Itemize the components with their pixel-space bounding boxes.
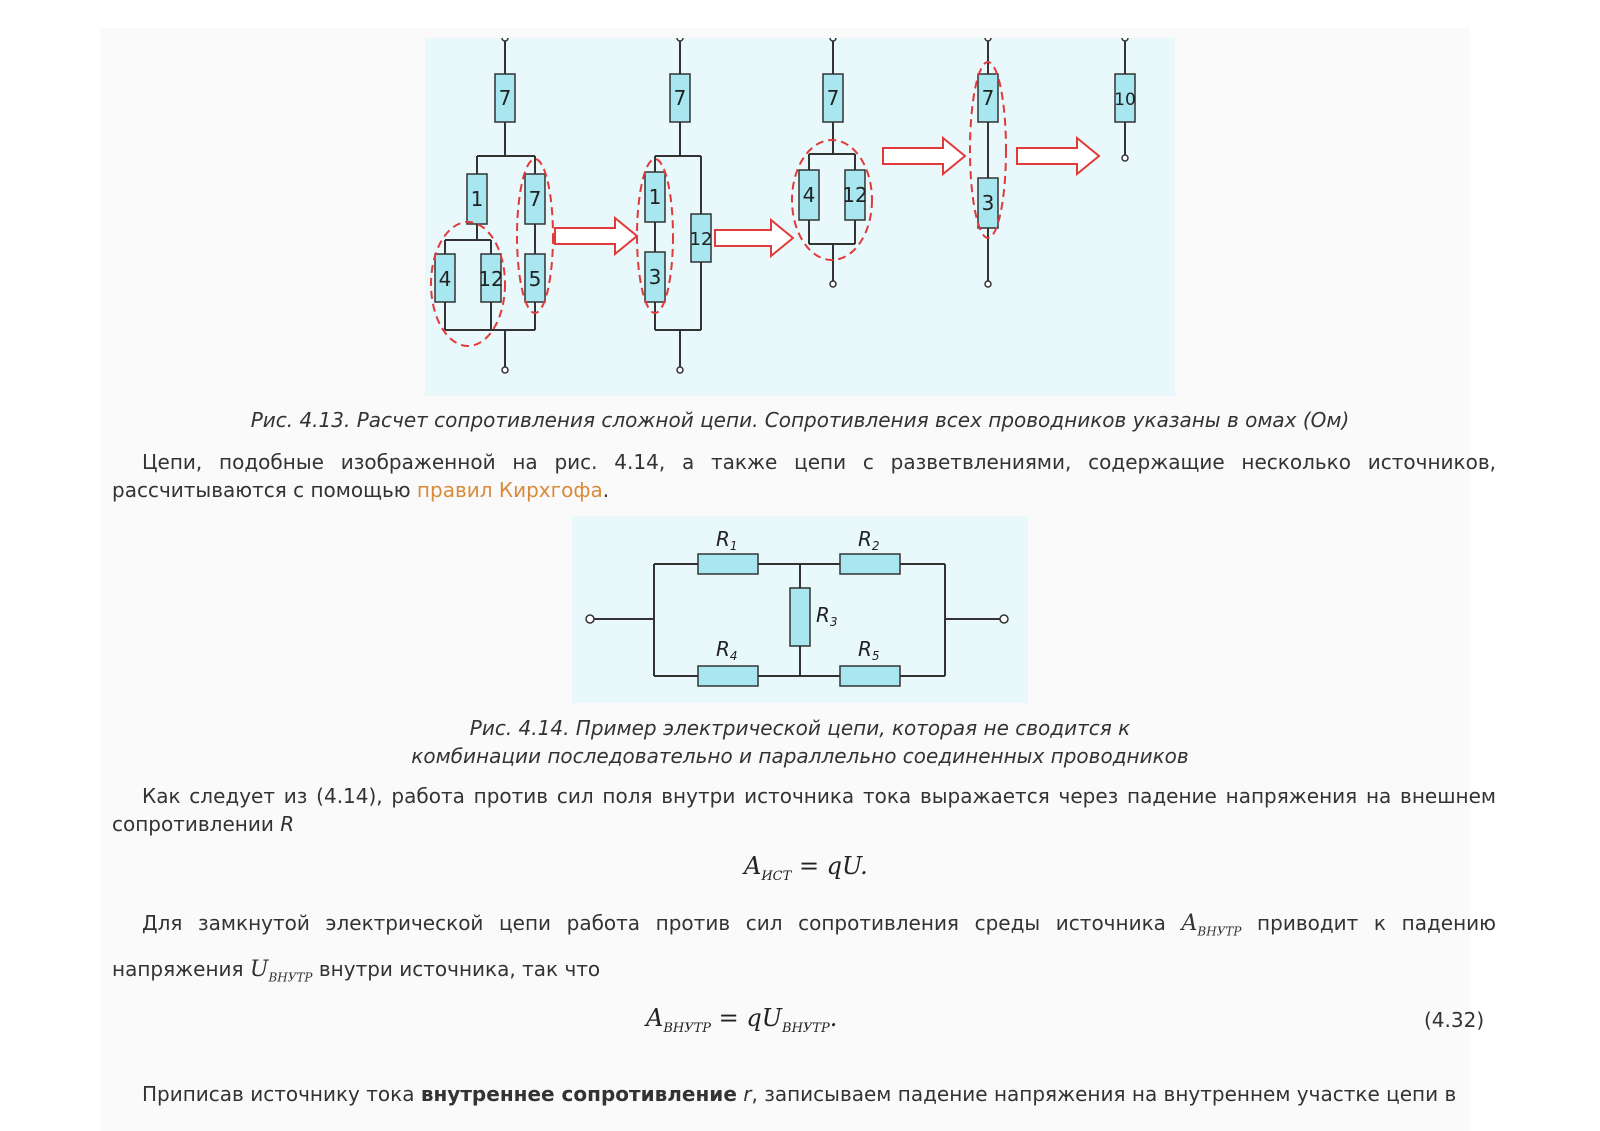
resistor-label: 4 bbox=[803, 183, 816, 207]
resistor-label: 3 bbox=[982, 191, 995, 215]
stage-4: 7 3 bbox=[969, 34, 1007, 288]
arrow-icon bbox=[1016, 135, 1101, 177]
paragraph: Для замкнутой электрической цепи работа … bbox=[112, 911, 1496, 985]
highlight-group bbox=[969, 61, 1007, 239]
figure-caption: Рис. 4.14. Пример электрической цепи, ко… bbox=[411, 716, 1189, 768]
resistor-label: 1 bbox=[649, 185, 662, 209]
figure-4-14: R1 R2 R3 R4 R5 bbox=[572, 516, 1028, 703]
label-r5: R5 bbox=[858, 637, 880, 663]
resistor-label: 12 bbox=[690, 229, 713, 250]
resistor-label: 12 bbox=[478, 267, 503, 291]
highlight-group bbox=[791, 139, 873, 261]
stage-5: 10 bbox=[1114, 34, 1136, 162]
label-r1: R1 bbox=[716, 527, 738, 553]
figure-caption: Рис. 4.13. Расчет сопротивления сложной … bbox=[250, 408, 1350, 432]
resistor-r2 bbox=[839, 553, 901, 575]
resistor-label: 7 bbox=[529, 187, 542, 211]
label-r3: R3 bbox=[816, 603, 838, 629]
highlight-group bbox=[636, 158, 674, 314]
kirchhoff-rules-link[interactable]: правил Кирхгофа bbox=[416, 478, 603, 502]
formula-4-32: AВНУТР = qUВНУТР. bbox=[646, 1004, 838, 1036]
resistor-label: 5 bbox=[529, 267, 542, 291]
figure-4-13: .w { stroke: #333; stroke-width: 2; fill… bbox=[425, 34, 1175, 396]
highlight-group bbox=[430, 221, 506, 347]
stage-1: 7 1 4 12 7 5 bbox=[430, 34, 554, 374]
resistor-r1 bbox=[697, 553, 759, 575]
arrow-icon bbox=[554, 215, 639, 257]
formula-a-ist: AИСТ = qU. bbox=[744, 852, 868, 884]
resistor-label: 7 bbox=[982, 86, 995, 110]
resistor-label: 1 bbox=[471, 187, 484, 211]
resistor-r4 bbox=[697, 665, 759, 687]
resistor-label: 4 bbox=[439, 267, 452, 291]
resistor-r3 bbox=[789, 587, 811, 647]
equation-number: (4.32) bbox=[1424, 1008, 1485, 1032]
resistor-label: 3 bbox=[649, 265, 662, 289]
resistor-label: 7 bbox=[827, 86, 840, 110]
resistor-label: 7 bbox=[499, 86, 512, 110]
arrow-icon bbox=[882, 135, 967, 177]
resistor-label: 12 bbox=[842, 183, 867, 207]
paragraph: Цепи, подобные изображенной на рис. 4.14… bbox=[112, 450, 1496, 502]
circuit-reduction-diagram: .w { stroke: #333; stroke-width: 2; fill… bbox=[430, 34, 1136, 374]
label-r4: R4 bbox=[716, 637, 738, 663]
label-r2: R2 bbox=[858, 527, 880, 553]
highlight-group bbox=[516, 158, 554, 314]
stage-3: 7 4 12 bbox=[791, 34, 873, 288]
stage-2: 7 1 3 12 bbox=[636, 34, 713, 374]
resistor-label: 10 bbox=[1114, 90, 1136, 110]
paragraph: Приписав источнику тока внутреннее сопро… bbox=[142, 1082, 1457, 1106]
resistor-r5 bbox=[839, 665, 901, 687]
paragraph: Как следует из (4.14), работа против сил… bbox=[112, 784, 1496, 836]
arrow-icon bbox=[714, 217, 795, 259]
resistor-label: 7 bbox=[674, 86, 687, 110]
bridge-circuit-diagram: R1 R2 R3 R4 R5 bbox=[585, 527, 1009, 687]
